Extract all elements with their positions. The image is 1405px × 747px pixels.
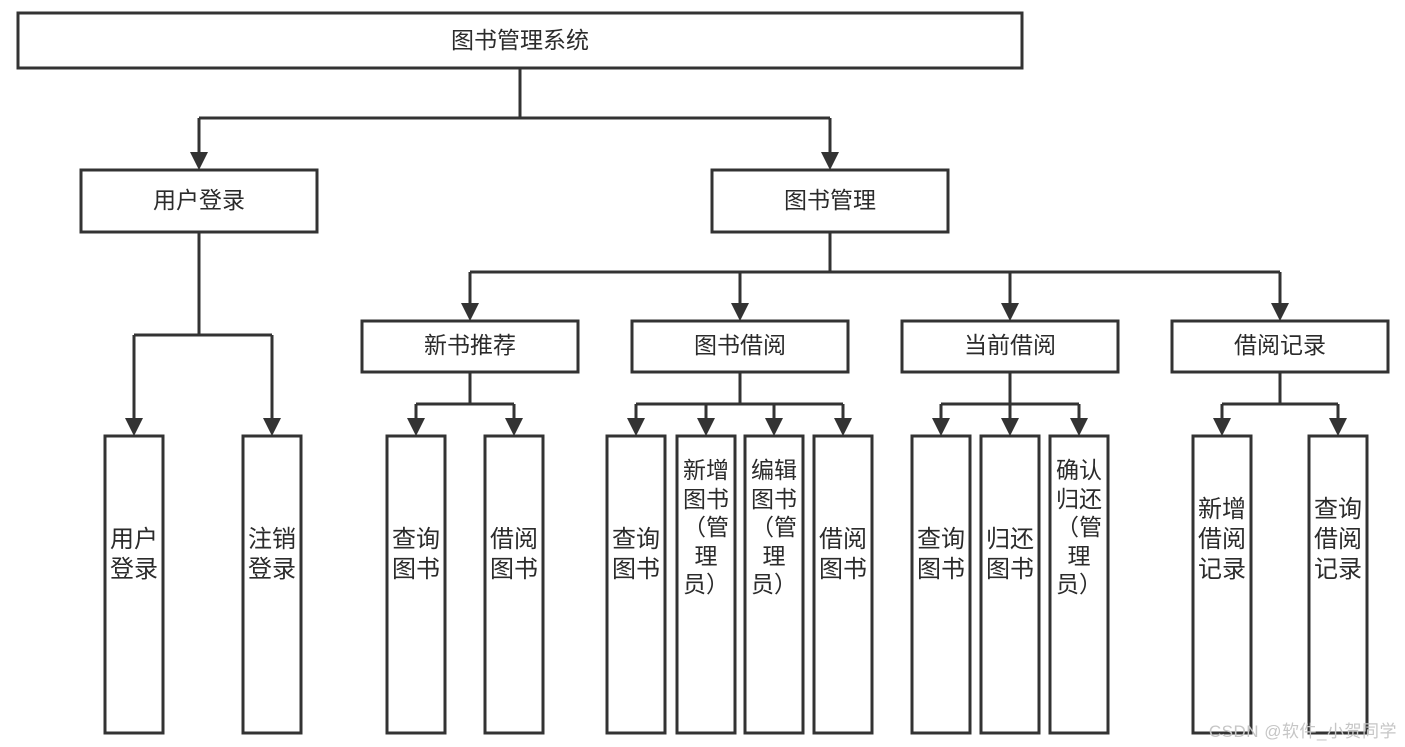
node-leaf-5-box[interactable] (605, 434, 667, 735)
node-records-box[interactable] (1170, 319, 1390, 374)
node-newbook-label: 新书推荐 (424, 332, 516, 358)
node-leaf-9-box[interactable] (910, 434, 972, 735)
node-leaf-2-box[interactable] (241, 434, 303, 735)
node-borrow[interactable]: 图书借阅 (630, 319, 850, 374)
arrow-root-to-bookmgmt (821, 152, 839, 170)
node-leaf-4[interactable] (483, 434, 545, 735)
node-leaf-8-box[interactable] (812, 434, 874, 735)
node-leaf-10[interactable] (979, 434, 1041, 735)
node-bookmgmt-label: 图书管理 (784, 187, 876, 213)
node-leaf-7-box[interactable] (743, 434, 805, 735)
node-current-label: 当前借阅 (964, 332, 1056, 358)
arrow-borrow-leaf4 (834, 418, 852, 436)
node-borrow-label: 图书借阅 (694, 332, 786, 358)
node-leaf-1[interactable] (103, 434, 165, 735)
arrow-borrow-leaf1 (627, 418, 645, 436)
node-borrow-box[interactable] (630, 319, 850, 374)
arrow-records-leaf1 (1213, 418, 1231, 436)
node-newbook-box[interactable] (360, 319, 580, 374)
node-leaf-12-box[interactable] (1191, 434, 1253, 735)
node-records-label: 借阅记录 (1234, 332, 1326, 358)
node-leaf-8[interactable] (812, 434, 874, 735)
arrow-current-leaf2 (1001, 418, 1019, 436)
node-leaf-7-label: 编辑图书（管理员） (751, 457, 797, 598)
node-leaf-3-box[interactable] (385, 434, 447, 735)
node-leaf-5-label: 查询图书 (612, 525, 660, 583)
arrow-bookmgmt-records (1271, 303, 1289, 321)
node-records[interactable]: 借阅记录 (1170, 319, 1390, 374)
arrow-current-leaf3 (1070, 418, 1088, 436)
arrow-login-leaf2 (263, 418, 281, 436)
arrow-newbook-leaf1 (407, 418, 425, 436)
node-bookmgmt-box[interactable] (710, 168, 950, 234)
node-leaf-4-box[interactable] (483, 434, 545, 735)
arrow-bookmgmt-newbook (461, 303, 479, 321)
node-leaf-3-label: 查询图书 (392, 525, 440, 583)
node-leaf-3[interactable] (385, 434, 447, 735)
node-leaf-11-label: 确认归还（管理员） (1056, 457, 1102, 598)
node-leaf-8-label: 借阅图书 (819, 525, 867, 583)
node-leaf-5[interactable] (605, 434, 667, 735)
arrow-root-to-login (190, 152, 208, 170)
connectors-group (125, 68, 1347, 436)
node-leaf-4-label: 借阅图书 (490, 525, 538, 583)
arrow-bookmgmt-current (1001, 303, 1019, 321)
node-leaf-2[interactable] (241, 434, 303, 735)
node-current[interactable]: 当前借阅 (900, 319, 1120, 374)
node-leaf-6[interactable] (675, 434, 737, 735)
node-current-box[interactable] (900, 319, 1120, 374)
node-bookmgmt[interactable]: 图书管理 (710, 168, 950, 234)
node-leaf-1-box[interactable] (103, 434, 165, 735)
node-leaf-11-box[interactable] (1048, 434, 1110, 735)
arrow-current-leaf1 (932, 418, 950, 436)
node-root-label: 图书管理系统 (451, 27, 589, 53)
arrow-records-leaf2 (1329, 418, 1347, 436)
node-leaf-12[interactable] (1191, 434, 1253, 735)
node-leaf-10-label: 归还图书 (986, 525, 1034, 583)
arrow-newbook-leaf2 (505, 418, 523, 436)
node-leaf-11[interactable] (1048, 434, 1110, 735)
csdn-watermark: CSDN @软件_小贺同学 (1208, 722, 1397, 741)
node-leaf-12-label: 新增借阅记录 (1198, 496, 1246, 583)
node-leaf-2-label: 注销登录 (248, 525, 296, 583)
arrow-login-leaf1 (125, 418, 143, 436)
arrow-borrow-leaf3 (765, 418, 783, 436)
arrow-bookmgmt-borrow (731, 303, 749, 321)
arrow-borrow-leaf2 (697, 418, 715, 436)
node-root[interactable]: 图书管理系统 (16, 11, 1024, 70)
node-leaf-10-box[interactable] (979, 434, 1041, 735)
node-login-box[interactable] (79, 168, 319, 234)
node-leaf-7[interactable] (743, 434, 805, 735)
node-leaf-13-label: 查询借阅记录 (1314, 496, 1362, 583)
node-leaf-1-label: 用户登录 (110, 525, 158, 583)
node-newbook[interactable]: 新书推荐 (360, 319, 580, 374)
node-root-box[interactable] (16, 11, 1024, 70)
node-leaf-13-box[interactable] (1307, 434, 1369, 735)
node-leaf-9[interactable] (910, 434, 972, 735)
node-leaf-6-label: 新增图书（管理员） (683, 457, 729, 598)
node-leaf-9-label: 查询图书 (917, 525, 965, 583)
node-leaf-13[interactable] (1307, 434, 1369, 735)
node-login-label: 用户登录 (153, 187, 245, 213)
node-leaf-6-box[interactable] (675, 434, 737, 735)
node-login[interactable]: 用户登录 (79, 168, 319, 234)
